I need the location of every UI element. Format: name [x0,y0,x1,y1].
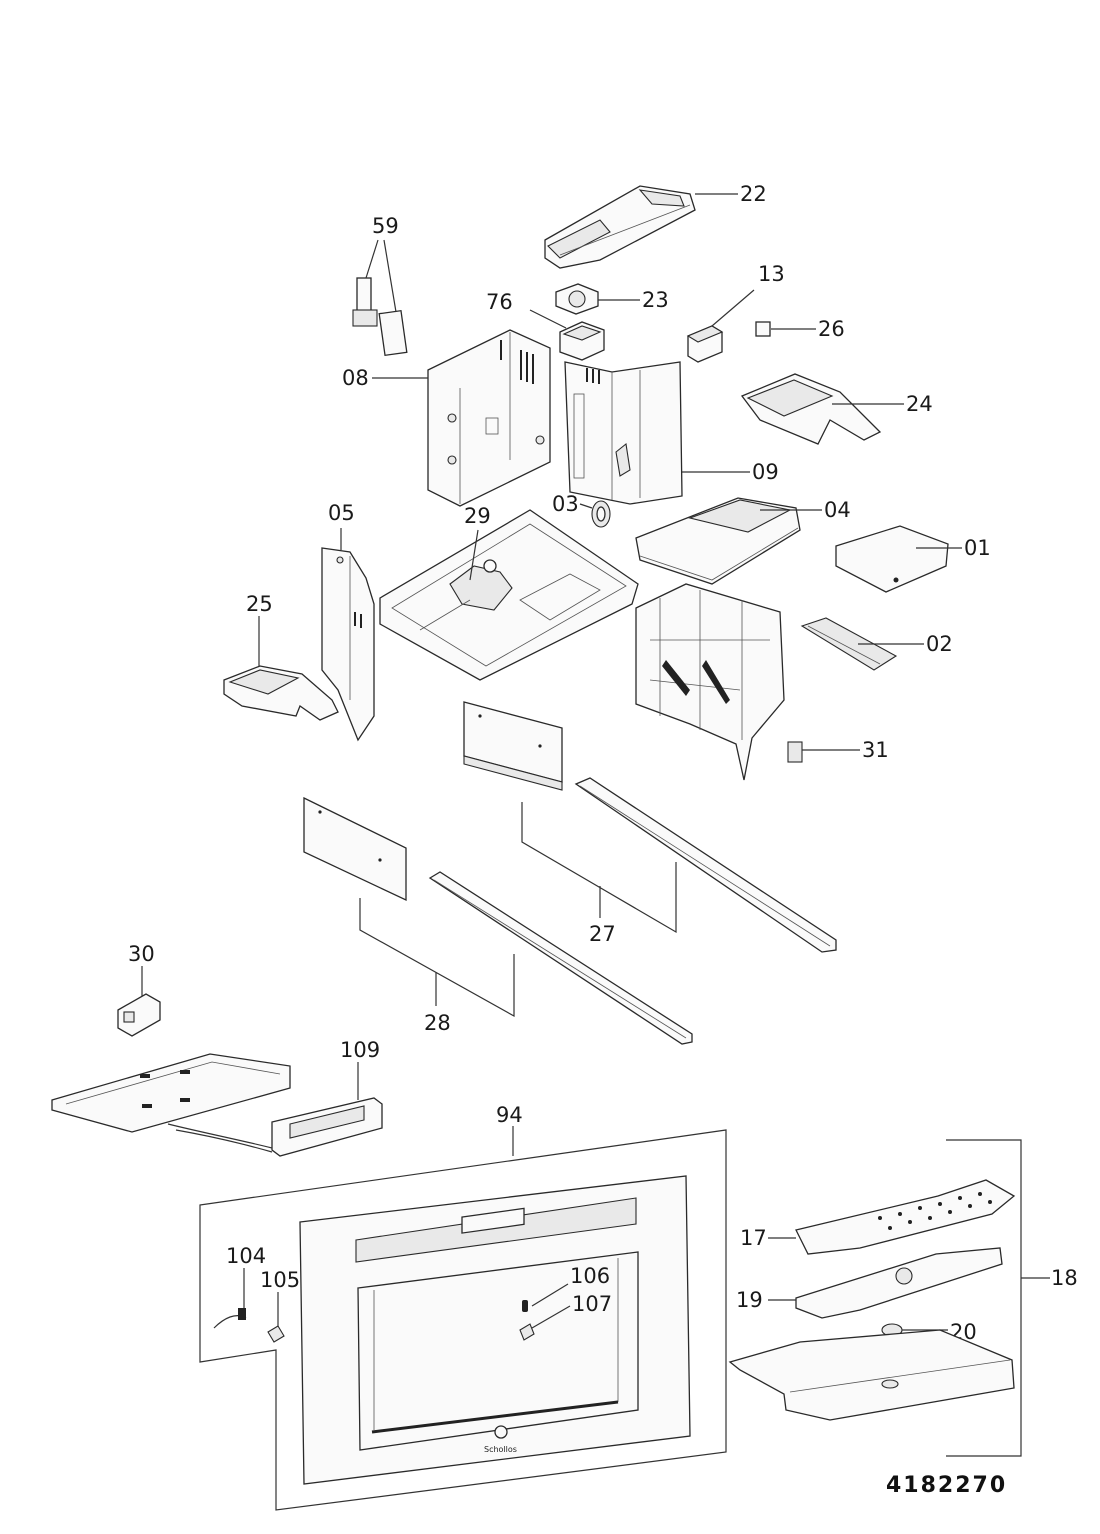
part-106-magnet [522,1300,528,1312]
part-19-grid-frame [795,1247,1003,1319]
label-29: 29 [464,504,491,528]
label-26: 26 [818,317,845,341]
part-94-front-door: Schollos [199,1129,727,1511]
label-25: 25 [246,592,273,616]
label-17: 17 [740,1226,767,1250]
label-76: 76 [486,290,513,314]
label-03: 03 [552,492,579,516]
label-30: 30 [128,942,155,966]
part-26-clip [755,321,771,337]
brand-logo-text: Schollos [484,1445,517,1454]
part-08-side-panel [427,329,551,507]
label-19: 19 [736,1288,763,1312]
part-105-switch [267,1325,285,1343]
label-04: 04 [824,498,851,522]
part-09-rear-panel [564,361,683,505]
part-22-top-cover [544,185,696,269]
label-13: 13 [758,262,785,286]
part-01-cover-plate [835,525,949,593]
label-09: 09 [752,460,779,484]
part-02-grille-strip [800,617,898,671]
label-104: 104 [226,1244,266,1268]
part-104-sensor-cable [213,1308,247,1329]
part-59-connectors [352,277,408,357]
part-31-switch [787,741,803,763]
part-30-control-module [117,993,161,1037]
part-17-drip-grid [795,1179,1016,1255]
label-94: 94 [496,1103,523,1127]
part-27-plate-rail [463,701,837,953]
part-107-catch [519,1323,535,1341]
label-107: 107 [572,1292,612,1316]
label-01: 01 [964,536,991,560]
part-24-tray [740,373,882,445]
label-28: 28 [424,1011,451,1035]
label-08: 08 [342,366,369,390]
part-mounting-bracket [51,1053,291,1133]
part-76-fan-housing [559,321,605,361]
label-109: 109 [340,1038,380,1062]
label-105: 105 [260,1268,300,1292]
part-29-base-chassis [379,509,639,681]
part-13-bracket [686,325,724,363]
part-18-drip-tray-assembly [728,1329,1015,1421]
part-28-plate-rail [303,796,693,1045]
label-22: 22 [740,182,767,206]
part-central-frame [635,583,785,781]
label-59: 59 [372,214,399,238]
label-27: 27 [589,922,616,946]
label-23: 23 [642,288,669,312]
label-106: 106 [570,1264,610,1288]
part-109-display-board [167,1097,383,1157]
document-code: 4182270 [886,1473,1007,1498]
part-04-grille-lid [635,497,801,585]
label-05: 05 [328,501,355,525]
label-24: 24 [906,392,933,416]
part-05-side-bracket [321,547,375,742]
part-25-drip-tray [223,665,339,721]
part-23-fan [555,283,599,315]
label-18: 18 [1051,1266,1078,1290]
label-31: 31 [862,738,889,762]
part-03-seal [591,500,611,528]
label-02: 02 [926,632,953,656]
